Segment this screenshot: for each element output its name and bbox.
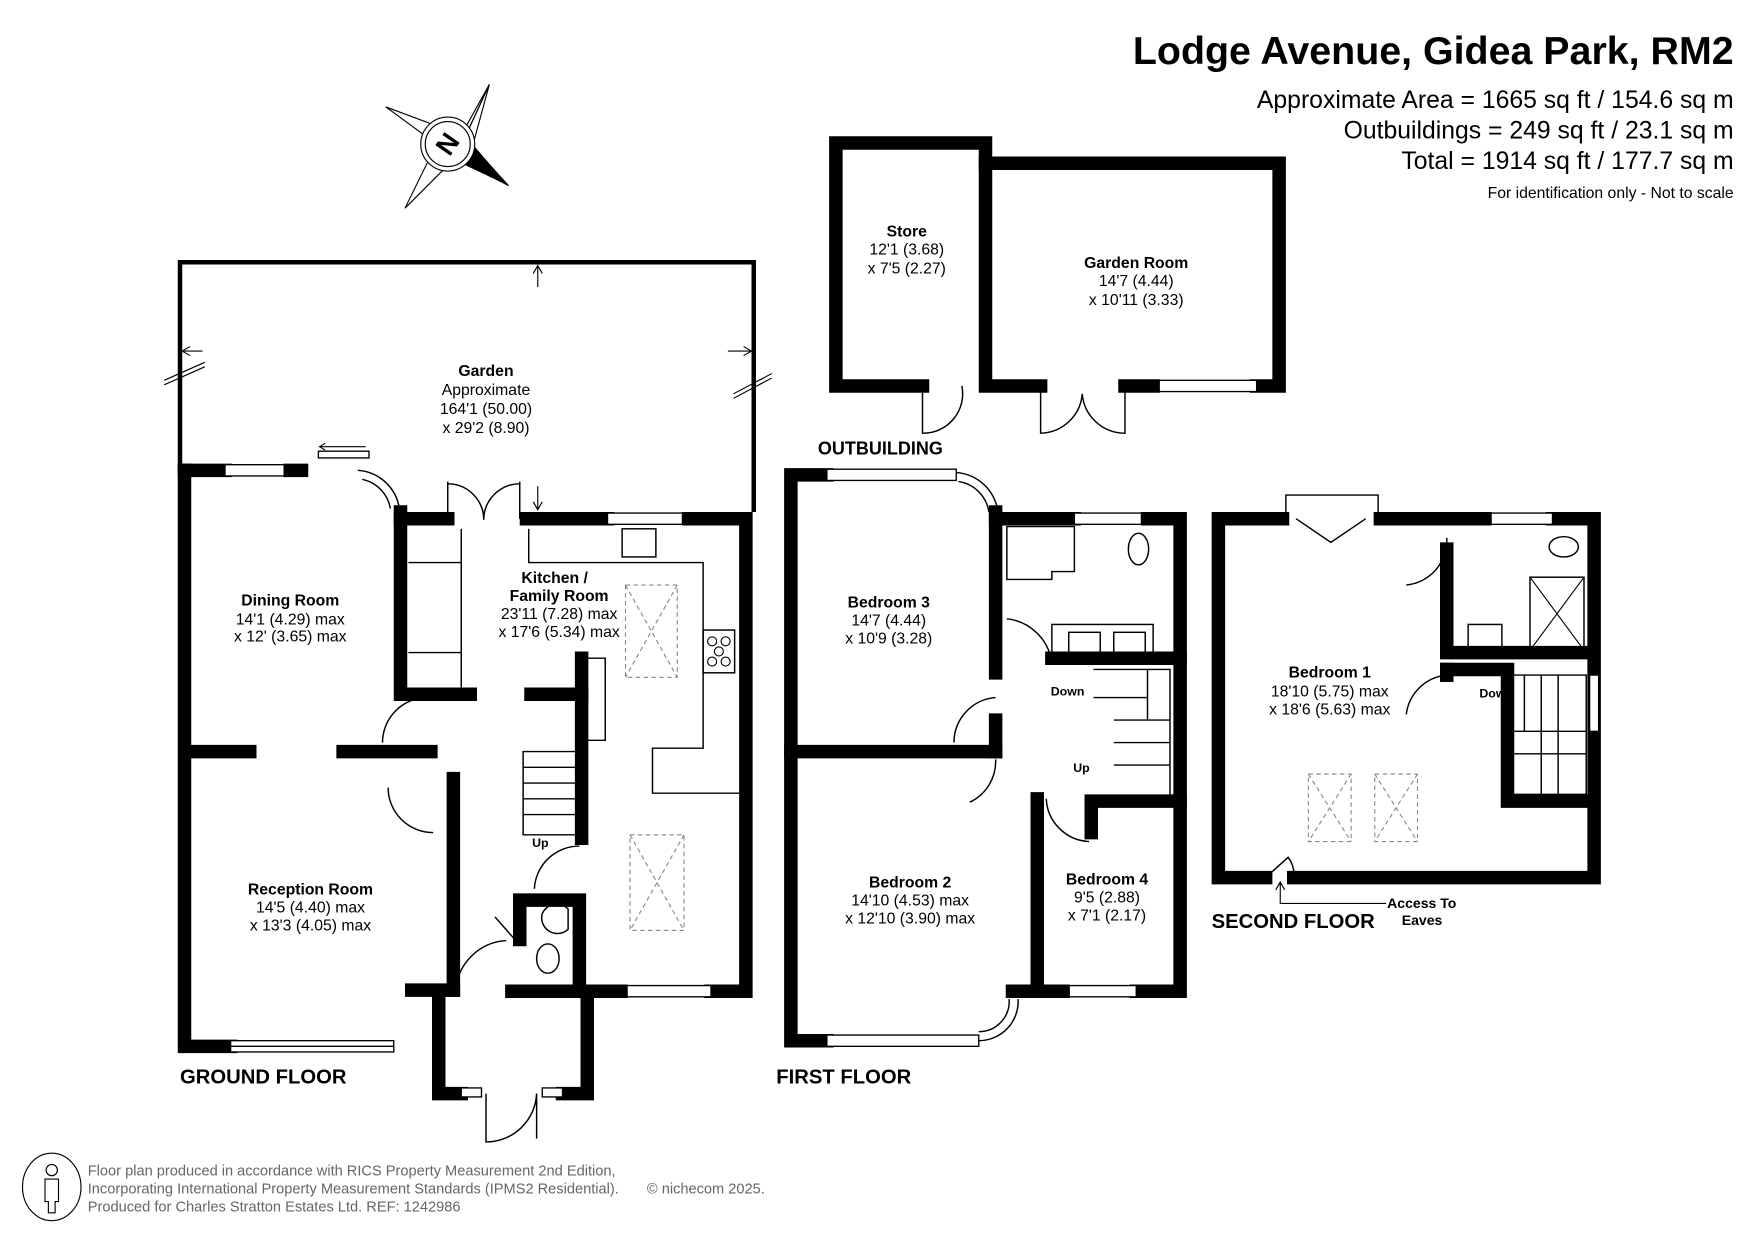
room-dim-kitchen-1: 23'11 (7.28) max [501,606,618,623]
room-dim-reception-2: x 13'3 (4.05) max [250,917,371,934]
first-floor-walls [784,468,1187,1048]
room-dim-store-1: 12'1 (3.68) [869,241,944,258]
total-area: Total = 1914 sq ft / 177.7 sq m [1401,148,1733,175]
person-icon [21,1152,82,1222]
header: Lodge Avenue, Gidea Park, RM2 Approximat… [1133,29,1734,202]
stairs-down-label: Down [1479,687,1513,701]
room-dim-bedroom2-1: 14'10 (4.53) max [851,893,969,910]
room-dim-garden-2: 164'1 (50.00) [440,401,532,418]
stairs-up-label: Up [1073,761,1090,775]
wc-icon [535,903,569,974]
room-name-bedroom2: Bedroom 2 [869,875,952,892]
room-dim-garden-room-1: 14'7 (4.44) [1099,273,1174,290]
eaves-access-label-1: Access To [1387,895,1457,911]
sink-icon [621,528,657,558]
room-dim-garden-room-2: x 10'11 (3.33) [1089,292,1184,309]
outbuildings-area: Outbuildings = 249 sq ft / 23.1 sq m [1344,117,1734,144]
room-dim-kitchen-2: x 17'6 (5.34) max [499,624,620,641]
room-name-bedroom1: Bedroom 1 [1289,664,1372,681]
stairs-up-label: Up [532,836,549,850]
footer-line-2: Incorporating International Property Mea… [88,1182,619,1198]
room-dim-bedroom1-2: x 18'6 (5.63) max [1269,701,1390,718]
scale-note: For identification only - Not to scale [1488,185,1734,202]
ground-floor-walls [177,463,753,1143]
room-name-store: Store [887,223,928,240]
room-dim-dining-1: 14'1 (4.29) max [236,611,345,628]
outbuilding-label: OUTBUILDING [818,439,943,459]
footer-line-1: Floor plan produced in accordance with R… [88,1164,616,1180]
room-dim-bedroom2-2: x 12'10 (3.90) max [845,911,975,928]
ground-floor-label: GROUND FLOOR [180,1066,347,1088]
room-dim-bedroom4-1: 9'5 (2.88) [1074,889,1140,906]
room-dim-bedroom3-2: x 10'9 (3.28) [845,631,932,648]
second-floor-walls [1211,494,1601,904]
room-dim-garden-1: Approximate [442,382,531,399]
compass-rose-icon: N [385,84,509,209]
second-floor-label: SECOND FLOOR [1212,911,1376,933]
room-name-garden-room: Garden Room [1084,255,1188,272]
room-dim-garden-3: x 29'2 (8.90) [442,420,529,437]
approximate-area: Approximate Area = 1665 sq ft / 154.6 sq… [1257,87,1734,114]
room-dim-dining-2: x 12' (3.65) max [234,628,347,645]
room-dim-bedroom1-1: 18'10 (5.75) max [1271,683,1389,700]
garden-outline [164,259,773,512]
room-name-reception: Reception Room [248,881,373,898]
stairs-down-label: Down [1051,684,1085,698]
skylight-icon [1307,773,1419,843]
outbuilding-walls [829,136,1286,434]
room-dim-store-2: x 7'5 (2.27) [868,260,946,277]
room-dim-bedroom4-2: x 7'1 (2.17) [1068,907,1146,924]
eaves-access-label-2: Eaves [1402,912,1443,928]
footer-copyright: © nichecom 2025. [647,1182,765,1198]
room-name-kitchen-2: Family Room [510,588,609,605]
room-name-dining: Dining Room [241,592,339,609]
room-name-bedroom4: Bedroom 4 [1066,871,1149,888]
room-name-kitchen-1: Kitchen / [521,570,588,587]
footer-line-3: Produced for Charles Stratton Estates Lt… [88,1200,461,1216]
room-name-garden: Garden [458,363,513,380]
room-name-bedroom3: Bedroom 3 [848,595,931,612]
first-floor-label: FIRST FLOOR [776,1066,911,1088]
room-dim-reception-1: 14'5 (4.40) max [256,899,365,916]
room-dim-bedroom3-1: 14'7 (4.44) [851,613,926,630]
footer: Floor plan produced in accordance with R… [21,1152,765,1222]
skylight-icon [624,584,685,931]
property-title: Lodge Avenue, Gidea Park, RM2 [1133,29,1734,73]
hob-icon [702,629,736,674]
